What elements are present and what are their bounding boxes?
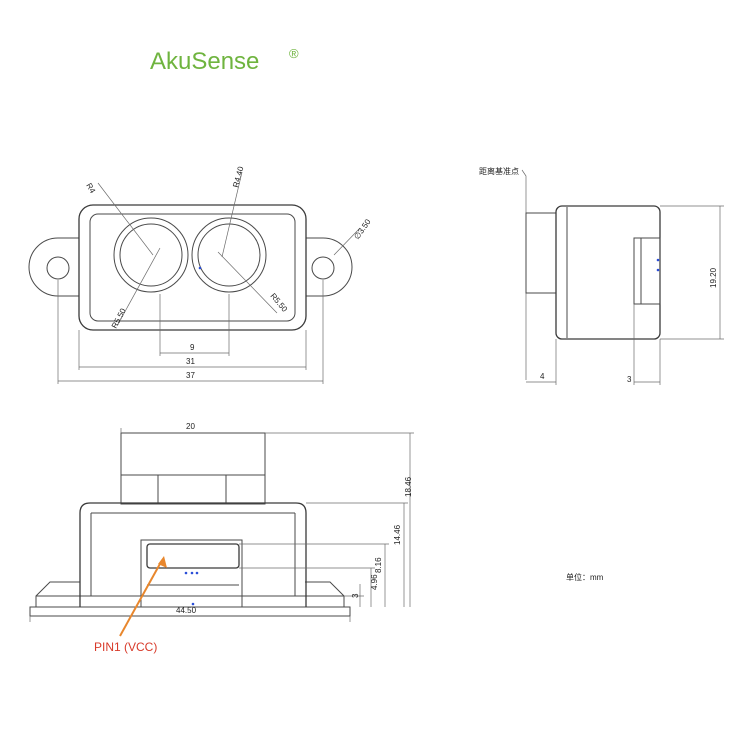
pin1-arrow-head [158, 556, 167, 568]
dim-connector-mid: 4.96 [370, 574, 379, 590]
side-view: 距离基准点 19.20 4 3 [479, 166, 724, 385]
right-mounting-hole [311, 256, 335, 280]
pin1-arrow-line [119, 561, 162, 637]
left-mounting-tab [28, 237, 79, 297]
reference-leader [521, 169, 527, 380]
unit-label: 单位：mm [566, 572, 604, 582]
dim-top-width: 20 [186, 422, 195, 431]
label-r550-right: R5.50 [268, 292, 289, 315]
front-body-outline [78, 204, 307, 331]
center-mark [198, 266, 202, 270]
side-mark-b [656, 268, 660, 272]
reference-label: 距离基准点 [479, 166, 519, 176]
bottom-body-outline [79, 502, 307, 607]
connector-outline [140, 539, 243, 608]
connector-mark-c [195, 571, 199, 575]
left-lens-inner [119, 223, 183, 287]
side-lens-block [525, 212, 557, 294]
right-lens-outer [191, 217, 267, 293]
dim-total-height: 18.46 [404, 476, 413, 497]
dim-height: 19.20 [709, 267, 718, 288]
dim-37: 37 [186, 371, 195, 380]
front-view: R4 R4.40 R5.50 R5.50 ∅3.50 9 31 37 [28, 165, 373, 384]
registered-mark: ® [289, 46, 299, 61]
dim-31: 31 [186, 357, 195, 366]
leader-r550-right [217, 251, 278, 314]
pin1-label: PIN1 (VCC) [94, 640, 157, 654]
side-body-outline [555, 205, 661, 340]
label-hole-diameter: ∅3.50 [352, 217, 373, 241]
dim-9: 9 [190, 343, 195, 352]
bottom-base-plate [35, 581, 345, 608]
leader-hole [333, 227, 361, 256]
label-r4: R4 [84, 182, 97, 196]
left-lens-outer [113, 217, 189, 293]
side-connector [633, 237, 661, 305]
bottom-top-block [120, 432, 266, 505]
label-r550-left: R5.50 [110, 306, 128, 330]
connector-mark-b [190, 571, 194, 575]
right-lens-inner [197, 223, 261, 287]
connector-mark-a [184, 571, 188, 575]
bottom-view: 20 18.46 14.46 8.16 4.96 3 [29, 422, 414, 622]
dim-depth-left: 4 [540, 372, 545, 381]
connector-socket [146, 543, 240, 569]
leader-r550-left [116, 247, 161, 327]
left-mounting-hole [46, 256, 70, 280]
leader-r4 [97, 182, 154, 256]
front-body-inner [89, 213, 296, 322]
dim-base-width: 44.50 [176, 606, 197, 615]
base-mark [191, 602, 195, 606]
leader-r440 [221, 171, 243, 258]
label-r440: R4.40 [231, 165, 245, 188]
brand-name: AkuSense [150, 48, 259, 75]
dim-body-height: 14.46 [393, 524, 402, 545]
dim-connector-top: 8.16 [374, 557, 383, 573]
dim-base-height: 3 [351, 593, 360, 598]
dim-depth-right: 3 [627, 375, 632, 384]
right-mounting-tab [306, 237, 353, 297]
side-mark-a [656, 258, 660, 262]
